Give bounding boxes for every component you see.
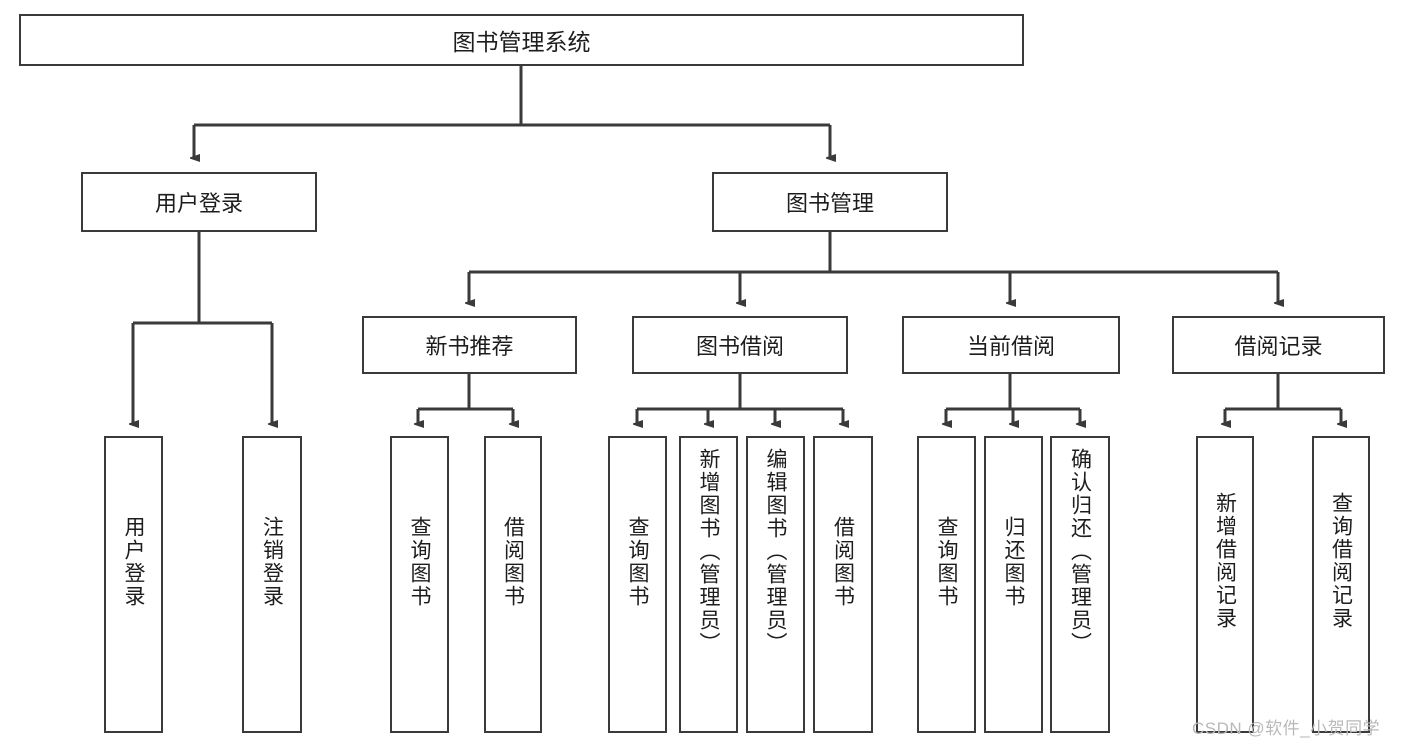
node-borrow-record-label: 借阅记录 [1234,334,1323,359]
leaf-add-book-admin-label: 新增图书（管理员） [697,448,720,655]
node-book-management-label: 图书管理 [785,191,874,216]
leaf-user-login[interactable]: 用户登录 [104,436,163,733]
node-current-borrow[interactable]: 当前借阅 [902,316,1120,374]
leaf-query-book-current-label: 查询图书 [935,516,958,608]
leaf-return-book-label: 归还图书 [1002,516,1025,608]
leaf-confirm-return-admin-label: 确认归还（管理员） [1068,448,1092,655]
node-user-login-label: 用户登录 [154,191,243,216]
leaf-confirm-return-admin[interactable]: 确认归还（管理员） [1050,436,1110,733]
leaf-query-book-current[interactable]: 查询图书 [917,436,976,733]
leaf-return-book[interactable]: 归还图书 [984,436,1043,733]
leaf-user-login-label: 用户登录 [122,516,145,608]
leaf-borrow-book-label: 借阅图书 [831,516,855,608]
node-borrow-record[interactable]: 借阅记录 [1172,316,1385,374]
node-user-login[interactable]: 用户登录 [81,172,317,232]
watermark: CSDN @软件_小贺同学 [1192,719,1381,738]
leaf-edit-book-admin[interactable]: 编辑图书（管理员） [746,436,805,733]
leaf-edit-book-admin-label: 编辑图书（管理员） [764,448,787,655]
node-root-label: 图书管理系统 [452,29,591,55]
node-current-borrow-label: 当前借阅 [966,334,1055,359]
leaf-logout-label: 注销登录 [260,516,284,608]
leaf-logout[interactable]: 注销登录 [242,436,302,733]
leaf-add-borrow-record[interactable]: 新增借阅记录 [1196,436,1254,733]
leaf-query-book-recommend[interactable]: 查询图书 [390,436,449,733]
leaf-borrow-book-recommend-label: 借阅图书 [501,516,525,608]
leaf-add-book-admin[interactable]: 新增图书（管理员） [679,436,738,733]
node-book-management[interactable]: 图书管理 [712,172,948,232]
leaf-query-borrow-record[interactable]: 查询借阅记录 [1312,436,1370,733]
leaf-query-book-borrow[interactable]: 查询图书 [608,436,667,733]
leaf-query-book-recommend-label: 查询图书 [408,516,431,608]
node-book-borrow-label: 图书借阅 [695,334,784,359]
node-new-book-recommend-label: 新书推荐 [425,334,514,359]
node-book-borrow[interactable]: 图书借阅 [632,316,848,374]
leaf-add-borrow-record-label: 新增借阅记录 [1213,492,1237,630]
node-new-book-recommend[interactable]: 新书推荐 [362,316,577,374]
leaf-query-book-borrow-label: 查询图书 [626,516,649,608]
node-root[interactable]: 图书管理系统 [19,14,1024,66]
leaf-borrow-book[interactable]: 借阅图书 [813,436,873,733]
leaf-query-borrow-record-label: 查询借阅记录 [1329,492,1353,630]
leaf-borrow-book-recommend[interactable]: 借阅图书 [484,436,542,733]
